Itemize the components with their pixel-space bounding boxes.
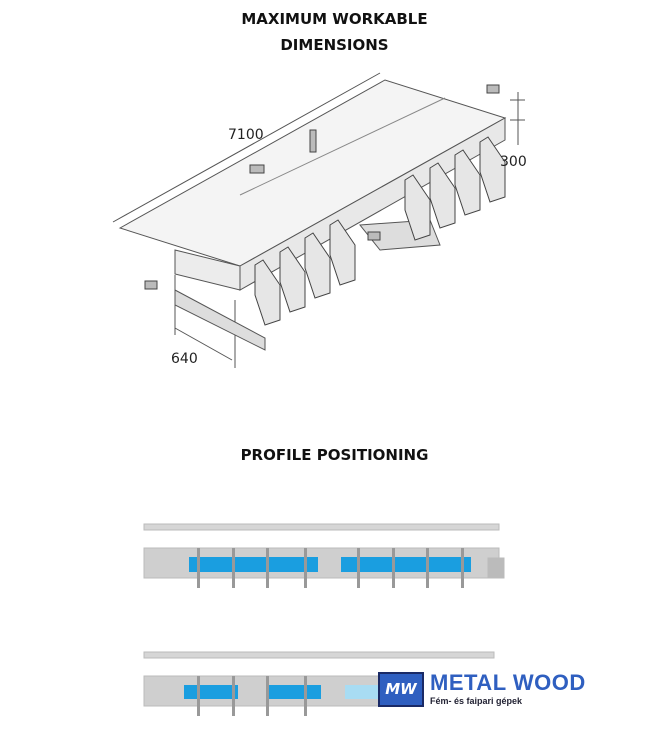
dimensions-title: MAXIMUM WORKABLE DIMENSIONS [0,6,669,58]
clamp-post [266,676,269,716]
clamp-icon [429,162,456,229]
profile-bar [267,685,321,699]
clamp-post [426,548,429,588]
profile-bar [341,557,471,572]
clamp-icon [329,219,356,286]
beam-end-face [174,249,241,291]
clamp-icon [479,136,506,203]
title-line-1: MAXIMUM WORKABLE [241,10,428,28]
upper-end-stop [487,557,505,579]
clamp-post [357,548,360,588]
upper-rail [143,523,500,531]
clamp-icon [404,174,431,241]
clamp-post [392,548,395,588]
logo-mark: MW [378,672,424,707]
clamp-icon [454,149,481,216]
profile-bar-light [345,685,379,699]
lower-rail [143,651,495,659]
pin-icon [309,129,317,153]
clamp-icon [254,259,281,326]
logo-name: METAL WOOD [430,670,586,695]
clamp-post [461,548,464,588]
height-label: 300 [500,154,527,170]
clamp-post [304,548,307,588]
logo-tagline: Fém- és faipari gépek [430,696,523,706]
profile-bar [189,557,318,572]
machine-base [174,289,266,351]
title-line-2: DIMENSIONS [280,36,389,54]
length-dimension-line [112,72,381,223]
clamp-post [197,676,200,716]
width-label: 640 [171,351,198,367]
metal-wood-logo: MW METAL WOOD Fém- és faipari gépek [378,670,618,712]
profile-bar [184,685,238,699]
clamp-post [266,548,269,588]
width-dimension-line [174,327,233,361]
clamp-icon [304,232,331,299]
isometric-dimension-drawing: 7100 300 640 [112,72,527,368]
clamp-post [197,548,200,588]
pin-icon [249,164,265,174]
length-label: 7100 [228,127,264,143]
pin-icon [144,280,158,290]
clamp-post [232,676,235,716]
clamp-post [304,676,307,716]
pin-icon [367,231,381,241]
profile-title: PROFILE POSITIONING [240,446,429,464]
clamp-icon [279,246,306,313]
pin-icon [486,84,500,94]
clamp-post [232,548,235,588]
beam-center-line [239,97,446,196]
